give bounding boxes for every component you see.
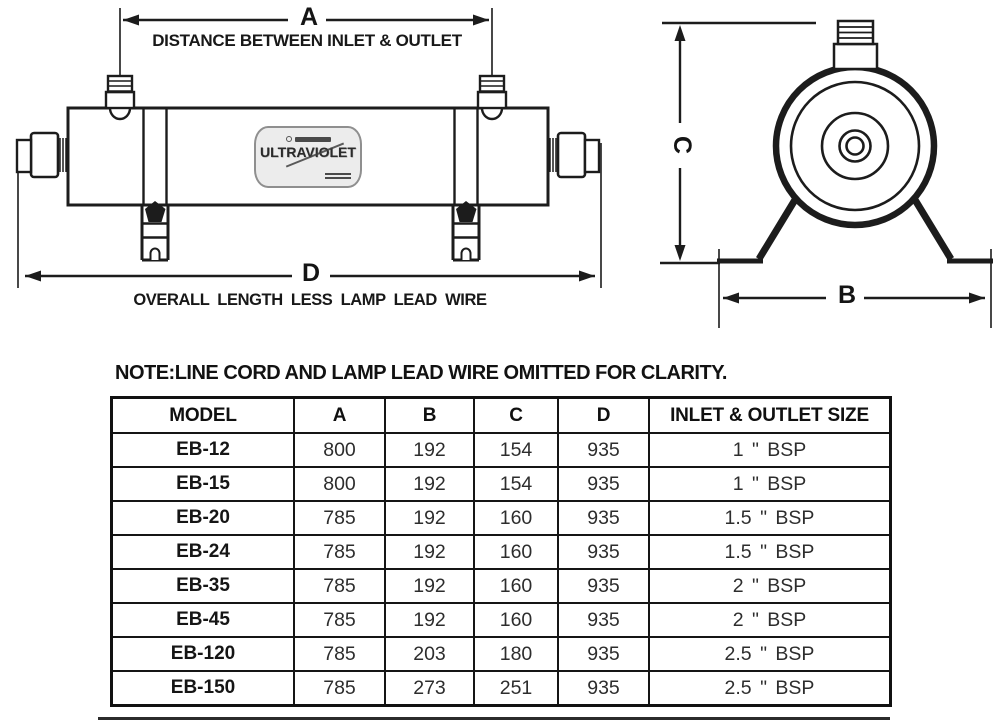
value-cell: 935 (557, 636, 650, 672)
left-mounting-bracket (140, 201, 170, 262)
value-cell: 1.5 " BSP (648, 534, 892, 570)
model-cell: EB-45 (110, 602, 295, 638)
top-fitting (832, 19, 879, 71)
value-cell: 192 (384, 500, 475, 536)
note-text: LINE CORD AND LAMP LEAD WIRE OMITTED FOR… (174, 362, 728, 384)
value-cell: 1 " BSP (648, 466, 892, 502)
value-cell: 935 (557, 602, 650, 638)
page-bottom-rule (98, 717, 890, 720)
model-cell: EB-20 (110, 500, 295, 536)
value-cell: 180 (473, 636, 559, 672)
value-cell: 192 (384, 534, 475, 570)
value-cell: 2 " BSP (648, 602, 892, 638)
value-cell: 160 (473, 500, 559, 536)
dimension-b-line (718, 249, 992, 328)
value-cell: 160 (473, 602, 559, 638)
value-cell: 1.5 " BSP (648, 500, 892, 536)
column-header: A (293, 396, 386, 434)
value-cell: 203 (384, 636, 475, 672)
model-cell: EB-120 (110, 636, 295, 672)
left-end-fitting (15, 131, 67, 179)
model-cell: EB-12 (110, 432, 295, 468)
model-cell: EB-24 (110, 534, 295, 570)
column-header: INLET & OUTLET SIZE (648, 396, 892, 434)
value-cell: 785 (293, 602, 386, 638)
dimension-d-line (25, 270, 595, 282)
dim-d-label: D (301, 259, 321, 287)
value-cell: 192 (384, 568, 475, 604)
column-header: MODEL (110, 396, 295, 434)
value-cell: 2 " BSP (648, 568, 892, 604)
value-cell: 785 (293, 636, 386, 672)
value-cell: 935 (557, 670, 650, 707)
value-cell: 273 (384, 670, 475, 707)
dim-b-label: B (837, 281, 857, 309)
value-cell: 192 (384, 432, 475, 468)
value-cell: 800 (293, 432, 386, 468)
vessel-end-rings (772, 63, 938, 229)
dimension-a-line (119, 8, 493, 80)
badge-logo-row (256, 136, 360, 142)
dim-d-caption: OVERALL LENGTH LESS LAMP LEAD WIRE (133, 291, 487, 309)
value-cell: 2.5 " BSP (648, 670, 892, 707)
mounting-straps (142, 108, 479, 205)
model-cell: EB-35 (110, 568, 295, 604)
note-line: NOTE:LINE CORD AND LAMP LEAD WIRE OMITTE… (115, 362, 915, 385)
value-cell: 192 (384, 602, 475, 638)
value-cell: 160 (473, 568, 559, 604)
right-mounting-bracket (451, 201, 481, 262)
column-header: D (557, 396, 650, 434)
value-cell: 800 (293, 466, 386, 502)
inlet-fitting (104, 74, 136, 121)
value-cell: 251 (473, 670, 559, 707)
value-cell: 154 (473, 466, 559, 502)
right-end-fitting (549, 131, 601, 179)
value-cell: 785 (293, 670, 386, 707)
column-header: B (384, 396, 475, 434)
value-cell: 192 (384, 466, 475, 502)
dimension-c-line (660, 21, 816, 265)
badge-logo-icon (285, 136, 292, 142)
note-prefix: NOTE: (115, 362, 175, 384)
outlet-fitting (476, 74, 508, 121)
end-view-drawing (660, 19, 993, 328)
value-cell: 160 (473, 534, 559, 570)
product-badge: ULTRAVIOLET (254, 126, 362, 188)
value-cell: 935 (557, 568, 650, 604)
dim-c-label: C (668, 135, 696, 155)
value-cell: 785 (293, 534, 386, 570)
value-cell: 935 (557, 432, 650, 468)
value-cell: 785 (293, 568, 386, 604)
dim-a-caption: DISTANCE BETWEEN INLET & OUTLET (152, 31, 462, 50)
model-cell: EB-150 (110, 670, 295, 707)
value-cell: 935 (557, 500, 650, 536)
badge-fine-print (325, 172, 351, 175)
value-cell: 785 (293, 500, 386, 536)
dim-a-label: A (299, 3, 319, 31)
value-cell: 1 " BSP (648, 432, 892, 468)
value-cell: 154 (473, 432, 559, 468)
value-cell: 935 (557, 466, 650, 502)
side-view-drawing (15, 8, 602, 288)
value-cell: 935 (557, 534, 650, 570)
column-header: C (473, 396, 559, 434)
model-cell: EB-15 (110, 466, 295, 502)
value-cell: 2.5 " BSP (648, 636, 892, 672)
badge-brand-mark (294, 136, 331, 142)
